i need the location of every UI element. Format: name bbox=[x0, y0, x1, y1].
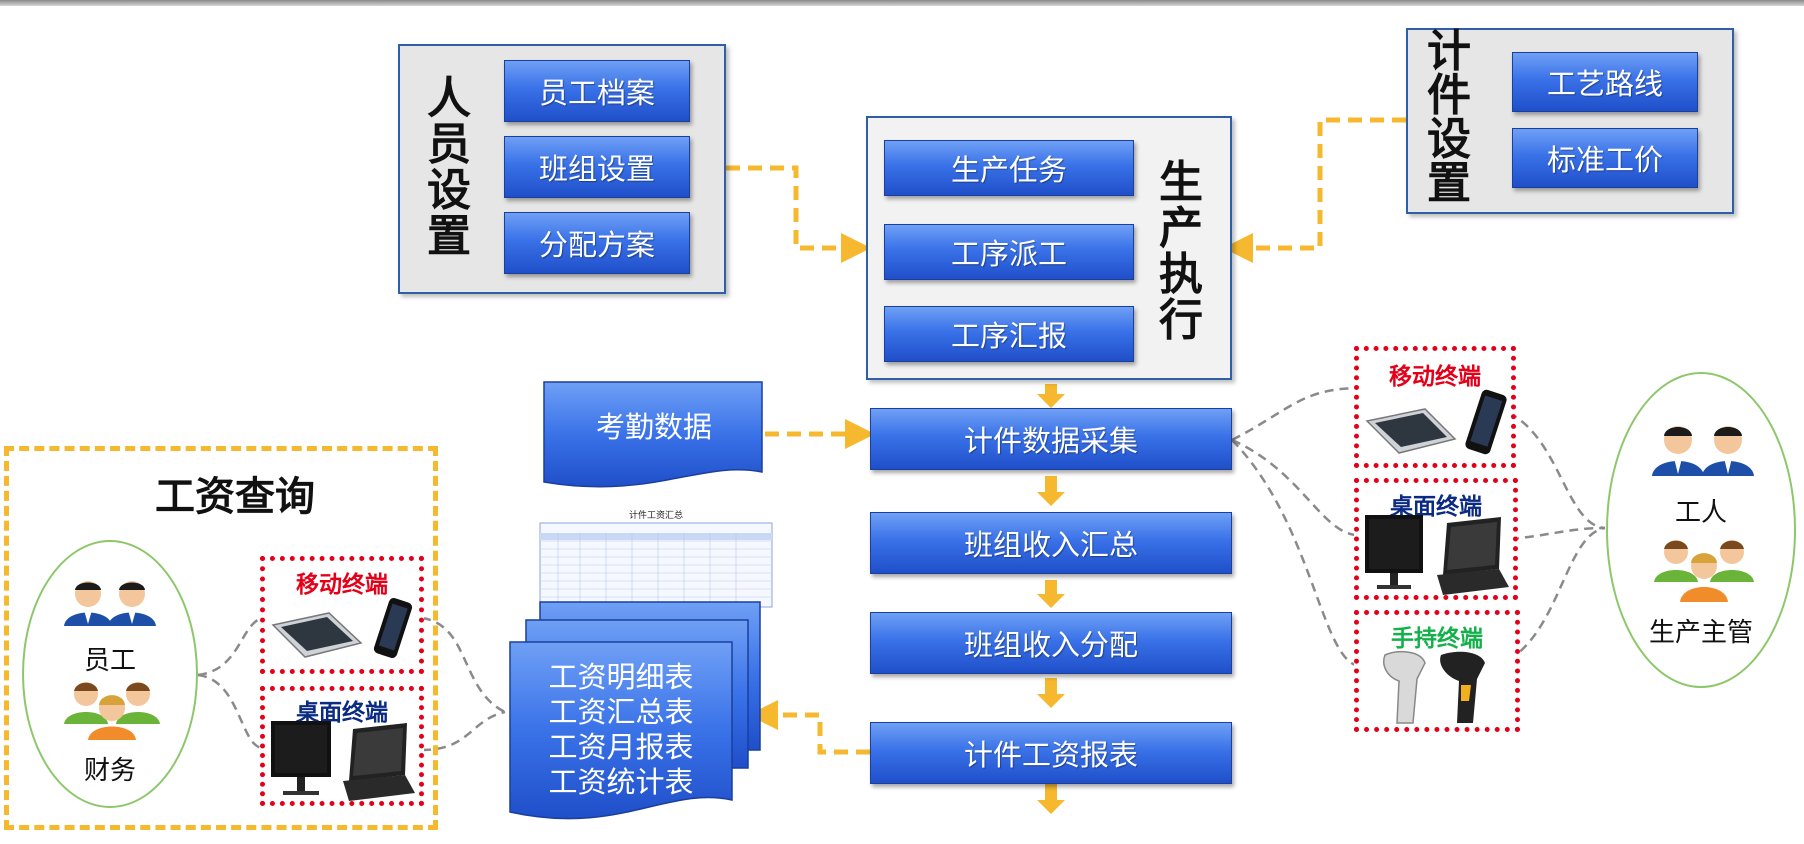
role-production-supervisor: 生产主管 bbox=[1648, 618, 1753, 648]
salary-query-title: 工资查询 bbox=[155, 474, 315, 520]
monitor-laptop-icon bbox=[271, 721, 415, 801]
piecework-to-production-arrow bbox=[1223, 117, 1406, 263]
role-employee: 员工 bbox=[83, 646, 136, 676]
tablet-phone-icon bbox=[271, 598, 413, 658]
process-dispatch-button[interactable]: 工序派工 bbox=[884, 224, 1134, 280]
report-to-docs-arrow bbox=[748, 700, 870, 755]
right-mobile-terminal-label: 移动终端 bbox=[1389, 364, 1481, 390]
barcode-scanner-icon bbox=[1383, 650, 1485, 724]
team-income-allocation-button[interactable]: 班组收入分配 bbox=[870, 612, 1232, 674]
vertical-flow-arrows bbox=[999, 200, 1065, 814]
report-thumbnail-title: 计件工资汇总 bbox=[628, 511, 683, 521]
wage-summary-report[interactable]: 工资汇总表 bbox=[548, 695, 694, 729]
left-mobile-terminal-box[interactable]: 移动终端 bbox=[260, 556, 424, 674]
employee-avatars-icon bbox=[64, 581, 156, 626]
worker-supervisor-oval: 工人 生产主管 bbox=[1606, 372, 1796, 688]
production-task-button[interactable]: 生产任务 bbox=[884, 140, 1134, 196]
wage-monthly-report[interactable]: 工资月报表 bbox=[548, 730, 694, 764]
team-setup-button[interactable]: 班组设置 bbox=[504, 136, 690, 198]
right-desktop-terminal-box[interactable]: 桌面终端 bbox=[1354, 478, 1518, 600]
top-rule bbox=[0, 0, 1804, 6]
piece-data-collection-button[interactable]: 计件数据采集 bbox=[870, 408, 1232, 470]
report-thumbnail: 计件工资汇总 bbox=[539, 508, 773, 608]
role-worker: 工人 bbox=[1674, 498, 1727, 528]
piece-wage-report-button[interactable]: 计件工资报表 bbox=[870, 722, 1232, 784]
wage-statistics-report[interactable]: 工资统计表 bbox=[548, 765, 694, 799]
right-mobile-terminal-box[interactable]: 移动终端 bbox=[1354, 346, 1516, 468]
salary-query-frame bbox=[4, 446, 438, 830]
attendance-data-shape bbox=[543, 381, 763, 488]
left-mobile-terminal-label: 移动终端 bbox=[296, 572, 388, 598]
standard-price-button[interactable]: 标准工价 bbox=[1512, 128, 1698, 188]
report-docs-stack bbox=[509, 601, 761, 820]
supervisor-avatars-icon bbox=[1654, 540, 1754, 602]
piecework-settings-title: 计 件 设 置 bbox=[1427, 26, 1471, 209]
piecework-settings-panel: 计 件 设 置 工艺路线 标准工价 bbox=[1406, 28, 1734, 214]
personnel-settings-panel: 人 员 设 置 员工档案 班组设置 分配方案 bbox=[398, 44, 726, 294]
report-thumbnail-grid bbox=[539, 522, 773, 608]
role-finance: 财务 bbox=[83, 756, 136, 786]
production-execution-panel: 生产任务 工序派工 工序汇报 生 产 执 行 bbox=[866, 116, 1232, 380]
personnel-settings-title: 人 员 设 置 bbox=[427, 73, 471, 262]
right-monitor-laptop-icon bbox=[1365, 515, 1509, 595]
left-desktop-terminal-box[interactable]: 桌面终端 bbox=[260, 686, 424, 806]
team-income-summary-button[interactable]: 班组收入汇总 bbox=[870, 512, 1232, 574]
right-tablet-phone-icon bbox=[1365, 389, 1507, 455]
report-list: 工资明细表 工资汇总表 工资月报表 工资统计表 bbox=[510, 660, 732, 800]
process-report-button[interactable]: 工序汇报 bbox=[884, 306, 1134, 362]
wage-detail-report[interactable]: 工资明细表 bbox=[548, 660, 694, 694]
worker-avatars-icon bbox=[1652, 426, 1754, 476]
personnel-to-production-arrow bbox=[726, 165, 871, 263]
allocation-plan-button[interactable]: 分配方案 bbox=[504, 212, 690, 274]
production-execution-title: 生 产 执 行 bbox=[1159, 157, 1203, 346]
right-handheld-terminal-label: 手持终端 bbox=[1391, 626, 1483, 652]
process-route-button[interactable]: 工艺路线 bbox=[1512, 52, 1698, 112]
employee-profile-button[interactable]: 员工档案 bbox=[504, 60, 690, 122]
attendance-data-label: 考勤数据 bbox=[595, 410, 712, 444]
finance-avatars-icon bbox=[64, 682, 160, 740]
staff-finance-oval: 员工 财务 bbox=[22, 540, 198, 808]
right-handheld-terminal-box[interactable]: 手持终端 bbox=[1354, 610, 1520, 732]
